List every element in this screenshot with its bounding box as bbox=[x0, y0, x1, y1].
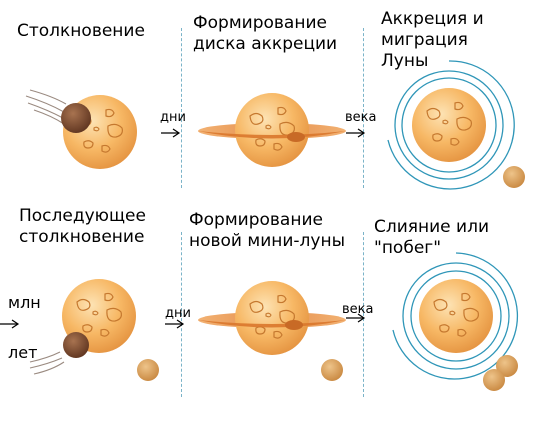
panel-title-disk-formation: Формирование диска аккреции bbox=[193, 13, 338, 54]
divider-row2-right bbox=[363, 232, 364, 397]
interval-label-million: млн bbox=[8, 293, 41, 312]
proto-earth-disk-row1 bbox=[235, 93, 309, 167]
divider-row1-left bbox=[181, 28, 182, 188]
arrow-centuries-row2 bbox=[346, 313, 366, 323]
impact-streaks-row1 bbox=[25, 89, 67, 125]
impact-streaks-row2 bbox=[29, 351, 65, 375]
earth-row1 bbox=[412, 88, 486, 162]
arrow-interval bbox=[0, 319, 20, 329]
earth-row2-panel3 bbox=[419, 279, 493, 353]
moon-row2-panel1 bbox=[137, 359, 159, 381]
interval-label-years: лет bbox=[8, 343, 38, 362]
panel-title-merge-or-escape: Слияние или "побег" bbox=[374, 217, 489, 258]
arrow-label-days-row1: дни bbox=[160, 110, 186, 125]
moon-row1 bbox=[503, 166, 525, 188]
arrow-days-row2 bbox=[165, 319, 185, 329]
earth-disk-row2 bbox=[235, 281, 309, 355]
impactor-row1 bbox=[61, 103, 91, 133]
moon-orbit-spiral-row1 bbox=[387, 60, 515, 190]
impactor-row2 bbox=[63, 332, 89, 358]
accretion-disk-front-row2 bbox=[198, 320, 346, 328]
arrow-label-centuries-row1: века bbox=[345, 110, 377, 125]
mini-moon-clump bbox=[285, 320, 303, 330]
moon-row2-panel3-a bbox=[496, 355, 518, 377]
divider-row2-left bbox=[181, 232, 182, 397]
arrow-label-days-row2: дни bbox=[165, 306, 191, 321]
panel-title-accretion-migration: Аккреция и миграция Луны bbox=[381, 9, 484, 71]
moon-row2-panel3-b bbox=[483, 369, 505, 391]
moon-row2-panel2 bbox=[321, 359, 343, 381]
arrow-label-centuries-row2: века bbox=[342, 302, 374, 317]
panel-title-mini-moon-formation: Формирование новой мини-луны bbox=[189, 210, 346, 251]
accretion-disk-front-row1 bbox=[198, 131, 346, 139]
disk-clump-row1 bbox=[287, 132, 305, 142]
arrow-days-row1 bbox=[161, 128, 181, 138]
divider-row1-right bbox=[363, 28, 364, 188]
panel-title-subsequent-collision: Последующее столкновение bbox=[19, 206, 146, 247]
arrow-centuries-row1 bbox=[346, 128, 366, 138]
panel-title-collision: Столкновение bbox=[17, 21, 145, 41]
